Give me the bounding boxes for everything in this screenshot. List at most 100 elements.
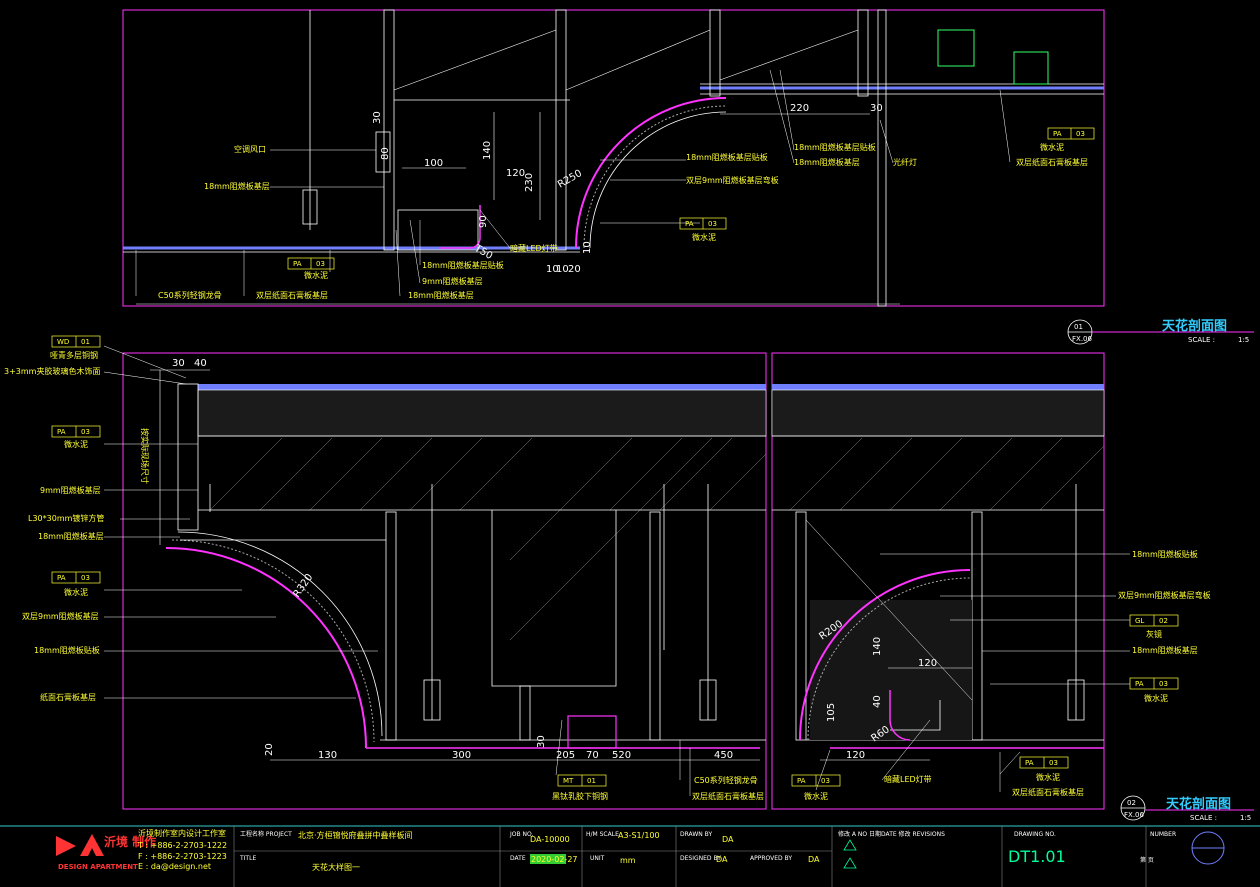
top-label-12: 18mm阻燃板基层 <box>408 290 474 300</box>
top-label-5: 18mm阻燃板基层 <box>794 157 860 167</box>
designed-value: DA <box>716 855 728 864</box>
section-callout-01: 01 FX.06 天花剖面图 SCALE : 1:5 <box>1067 318 1254 345</box>
top-section: 30 80 100 140 120 220 30 230 R250 90 T50… <box>122 9 1105 307</box>
bottom-dim-5: 130 <box>318 750 337 761</box>
bottom-label-5: 暗藏LED灯带 <box>884 774 932 784</box>
svg-text:02: 02 <box>1159 617 1168 625</box>
callout-02-scale-value: 1:5 <box>1240 814 1251 822</box>
callout-02-ref: FX.06 <box>1124 811 1145 819</box>
svg-text:PA: PA <box>57 574 66 582</box>
bottom-dim-2: 40 <box>194 358 207 369</box>
number-sub: 第 页 <box>1140 856 1154 864</box>
right-label-6: 微水泥 <box>1036 772 1060 782</box>
top-label-15: 微水泥 <box>304 270 328 280</box>
svg-text:WD: WD <box>57 338 69 346</box>
unit-value: mm <box>620 856 636 865</box>
approved-label: APPROVED BY <box>750 855 792 862</box>
bottom-dim-9: 70 <box>586 750 599 761</box>
logo-cn: 沂境 制作 <box>104 834 156 849</box>
bottom-dim-11: 450 <box>714 750 733 761</box>
bottom-section: 30 40 R320 20 130 300 30 205 70 520 450 … <box>4 335 1211 810</box>
date-value: 2020-02-27 <box>531 855 578 864</box>
right-label-1: 18mm阻燃板贴板 <box>1132 549 1198 559</box>
date-label: DATE <box>510 855 526 862</box>
svg-text:PA: PA <box>1025 759 1034 767</box>
revision-triangle-2 <box>843 857 857 869</box>
right-label-7: 双层纸面石膏板基层 <box>1012 787 1084 797</box>
left-tag-1: WD 01 <box>51 335 101 348</box>
callout-01-scale-label: SCALE : <box>1188 336 1215 344</box>
approved-value: DA <box>808 855 820 864</box>
top-viewport-frame <box>122 9 1105 307</box>
top-dim-6: 220 <box>790 103 809 114</box>
svg-text:PA: PA <box>1135 680 1144 688</box>
right-label-2: 双层9mm阻燃板基层弯板 <box>1118 590 1211 600</box>
bottom-dim-16: 40 <box>872 695 883 708</box>
right-tag-gl: GL 02 <box>1129 614 1179 627</box>
bottom-dim-18: 120 <box>846 750 865 761</box>
svg-text:01: 01 <box>81 338 90 346</box>
scale-value: A3-S1/100 <box>618 831 660 840</box>
bottom-label-1: 黑钛乳胶下铜钢 <box>552 791 608 801</box>
company-line-4: E : da@design.net <box>138 862 211 871</box>
bottom-label-4: 微水泥 <box>804 791 828 801</box>
svg-text:03: 03 <box>81 574 90 582</box>
top-dim-4: 140 <box>482 141 493 160</box>
svg-text:PA: PA <box>685 220 694 228</box>
project-label: 工程名称 PROJECT <box>240 830 292 838</box>
right-label-5: 微水泥 <box>1144 693 1168 703</box>
top-dim-5: 120 <box>506 168 525 179</box>
callout-01-ref: FX.06 <box>1072 335 1093 343</box>
bottom-label-3: 双层纸面石膏板基层 <box>692 791 764 801</box>
drawn-label: DRAWN BY <box>680 831 712 838</box>
top-label-3: 双层9mm阻燃板基层弯板 <box>686 175 779 185</box>
right-tag-pa-2: PA 03 <box>1019 756 1069 769</box>
svg-text:03: 03 <box>821 777 830 785</box>
svg-text:PA: PA <box>293 260 302 268</box>
svg-text:01: 01 <box>587 777 596 785</box>
top-tag-2-label: 微水泥 <box>692 232 716 242</box>
bottom-left-viewport <box>122 352 767 810</box>
bottom-dim-14: 120 <box>918 658 937 669</box>
number-label: NUMBER <box>1150 831 1176 838</box>
top-dim-11: T50 <box>472 243 495 262</box>
svg-text:03: 03 <box>81 428 90 436</box>
top-label-4: 18mm阻燃板基层贴板 <box>794 142 876 152</box>
right-label-3: 灰镜 <box>1146 629 1162 639</box>
drawing-no-label: DRAWING NO. <box>1014 831 1056 838</box>
unit-label: UNIT <box>590 855 605 862</box>
left-label-5: L30*30mm镀锌方管 <box>28 513 104 523</box>
company-line-3: F : +886-2-2703-1223 <box>138 852 227 861</box>
left-tag-3: PA 03 <box>51 571 101 584</box>
drawn-value: DA <box>722 835 734 844</box>
designed-label: DESIGNED BY <box>680 855 721 862</box>
left-label-1: 哑青多层铜钢 <box>50 350 98 360</box>
callout-02-title: 天花剖面图 <box>1166 796 1231 812</box>
bottom-dim-1: 30 <box>172 358 185 369</box>
logo-en: DESIGN APARTMENT <box>58 863 138 871</box>
company-line-2: T : +886-2-2703-1222 <box>137 841 227 850</box>
left-label-8: 双层9mm阻燃板基层 <box>22 611 99 621</box>
top-label-vent: 空调风口 <box>234 144 266 154</box>
title-block: 沂境 制作 DESIGN APARTMENT 沂境制作室内设计工作室 T : +… <box>0 825 1260 887</box>
bottom-dim-13: 140 <box>872 637 883 656</box>
scale-label: H/M SCALE <box>586 831 619 838</box>
title-value: 天花大样图一 <box>312 862 360 872</box>
title-label: TITLE <box>239 855 256 862</box>
callout-01-scale-value: 1:5 <box>1238 336 1249 344</box>
top-label-8: 微水泥 <box>1040 142 1064 152</box>
callout-01-num: 01 <box>1074 323 1083 331</box>
revision-header: 修改 A NO 日期DATE 修改 REVISIONS <box>838 830 945 838</box>
top-tag-3: PA 03 <box>1047 127 1095 140</box>
svg-text:MT: MT <box>563 777 574 785</box>
left-label-6: 18mm阻燃板基层 <box>38 531 104 541</box>
vertical-dim-label: 按实际现场尺寸 <box>140 428 150 484</box>
left-label-4: 9mm阻燃板基层 <box>40 485 101 495</box>
top-label-7: 双层纸面石膏板基层 <box>1016 157 1088 167</box>
bottom-label-2: C50系列轻钢龙骨 <box>694 775 758 785</box>
top-dim-3: 100 <box>424 158 443 169</box>
top-label-fiber-light: 光纤灯 <box>893 157 917 167</box>
svg-text:GL: GL <box>1135 617 1144 625</box>
left-label-9: 18mm阻燃板贴板 <box>34 645 100 655</box>
